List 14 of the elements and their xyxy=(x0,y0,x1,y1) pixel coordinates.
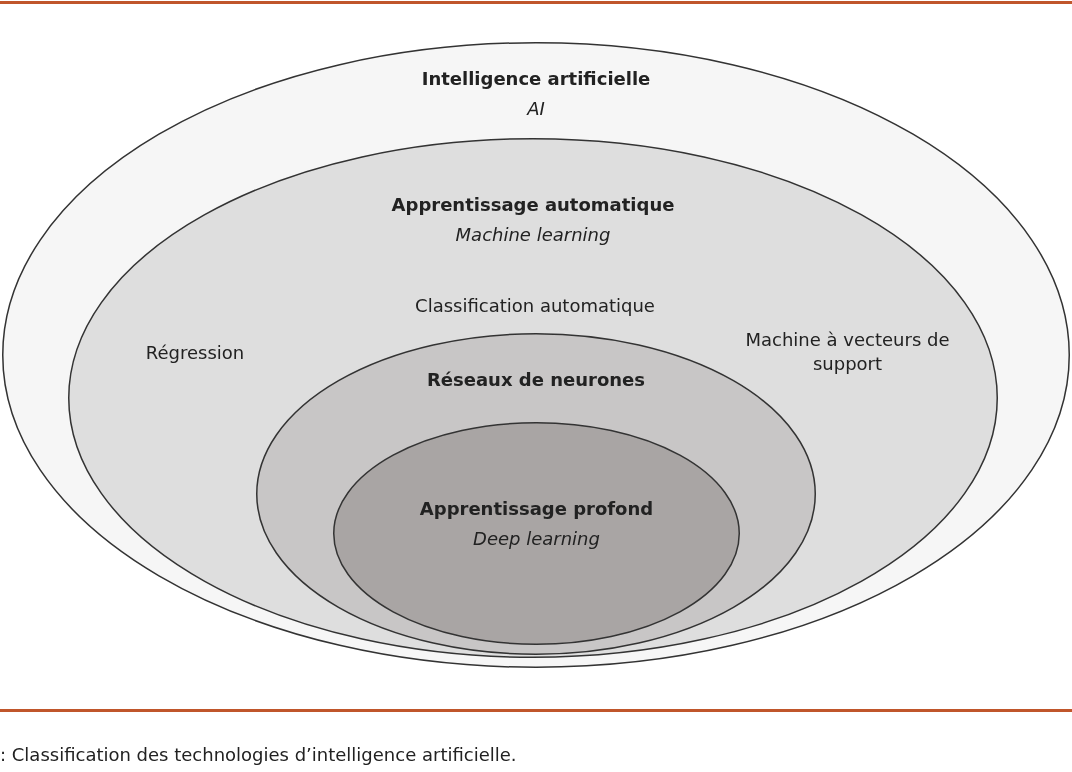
region-title: Apprentissage profond xyxy=(419,497,654,521)
region-title: Intelligence artificielle xyxy=(421,67,651,91)
region-subtitle: Deep learning xyxy=(473,527,600,551)
region-title: Réseaux de neurones xyxy=(427,368,645,392)
region-subtitle: AI xyxy=(527,97,545,121)
figure-caption: : Classification des technologies d’intelligence artificielle. xyxy=(0,744,517,765)
ellipse-region xyxy=(2,42,1070,668)
region-subtitle: Machine learning xyxy=(455,223,611,247)
category-label: Classification automatique xyxy=(414,294,656,318)
category-label: Machine à vecteurs de support xyxy=(744,328,951,376)
ellipse-region xyxy=(333,422,740,645)
ellipse-region xyxy=(68,138,998,658)
category-label: Régression xyxy=(144,341,246,365)
region-title: Apprentissage automatique xyxy=(391,193,675,217)
